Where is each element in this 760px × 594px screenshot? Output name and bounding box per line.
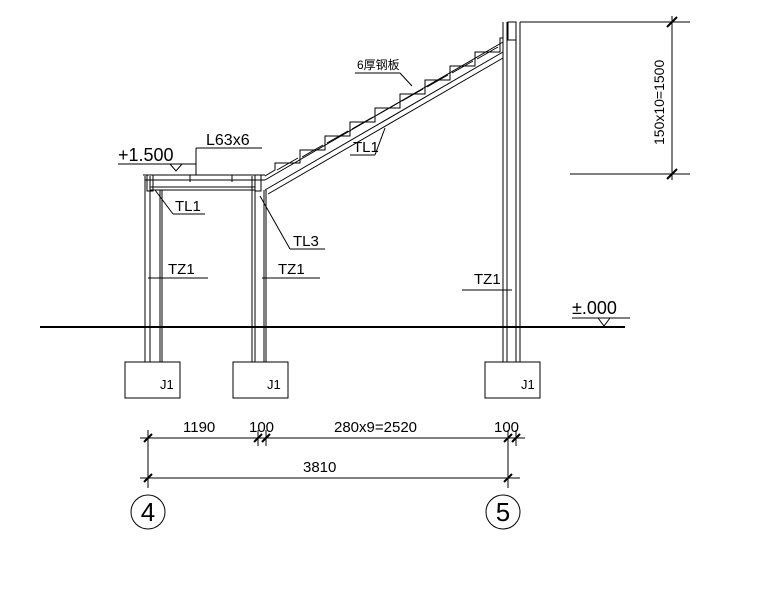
rise-dimension: 150x10=1500 xyxy=(520,16,690,180)
foundation-left xyxy=(124,361,181,399)
svg-text:6厚钢板: 6厚钢板 xyxy=(357,58,400,72)
tz1-middle-label: TZ1 xyxy=(262,261,320,279)
dimension-chain: 1190 100 280x9=2520 100 xyxy=(140,419,525,446)
stair-treads xyxy=(264,37,503,177)
svg-text:150x10=1500: 150x10=1500 xyxy=(651,60,667,145)
landing-beam xyxy=(143,174,265,192)
angle-label: L63x6 xyxy=(195,132,262,175)
stair-tread-hatch xyxy=(276,46,499,171)
svg-text:4: 4 xyxy=(141,497,155,527)
axis-marker-4: 4 xyxy=(130,494,166,530)
svg-text:TZ1: TZ1 xyxy=(168,261,195,278)
svg-text:±.000: ±.000 xyxy=(572,298,617,318)
foundation-right-label: J1 xyxy=(521,377,535,392)
elevation-ground: ±.000 xyxy=(572,298,630,327)
svg-text:TL1: TL1 xyxy=(175,198,201,215)
elevation-top: +1.500 xyxy=(118,145,196,172)
tz1-right-label: TZ1 xyxy=(462,271,512,291)
foundation-middle xyxy=(232,361,289,399)
total-dimension: 3810 xyxy=(140,446,520,488)
column-right xyxy=(502,21,521,362)
dim-1190: 1190 xyxy=(183,419,215,436)
plate-label: 6厚钢板 xyxy=(355,58,413,87)
foundation-left-label: J1 xyxy=(160,377,174,392)
svg-text:TZ1: TZ1 xyxy=(474,271,501,288)
dim-100-left: 100 xyxy=(249,419,274,436)
tz1-left-label: TZ1 xyxy=(148,261,208,279)
foundation-middle-label: J1 xyxy=(267,377,281,392)
axis-marker-5: 5 xyxy=(485,494,521,530)
dim-2520: 280x9=2520 xyxy=(334,419,417,436)
tl1-stair-label: TL1 xyxy=(350,127,386,156)
svg-text:5: 5 xyxy=(496,497,510,527)
tl1-beam-label: TL1 xyxy=(154,189,205,215)
dim-100-right: 100 xyxy=(494,419,519,436)
tl3-label: TL3 xyxy=(259,195,325,250)
svg-text:L63x6: L63x6 xyxy=(206,132,250,149)
svg-text:TL3: TL3 xyxy=(293,233,319,250)
foundation-right xyxy=(484,361,541,399)
column-left xyxy=(144,176,163,362)
svg-text:+1.500: +1.500 xyxy=(118,145,174,165)
column-middle xyxy=(251,176,267,362)
svg-text:TL1: TL1 xyxy=(353,139,379,156)
svg-text:TZ1: TZ1 xyxy=(278,261,305,278)
dim-3810: 3810 xyxy=(303,459,336,476)
